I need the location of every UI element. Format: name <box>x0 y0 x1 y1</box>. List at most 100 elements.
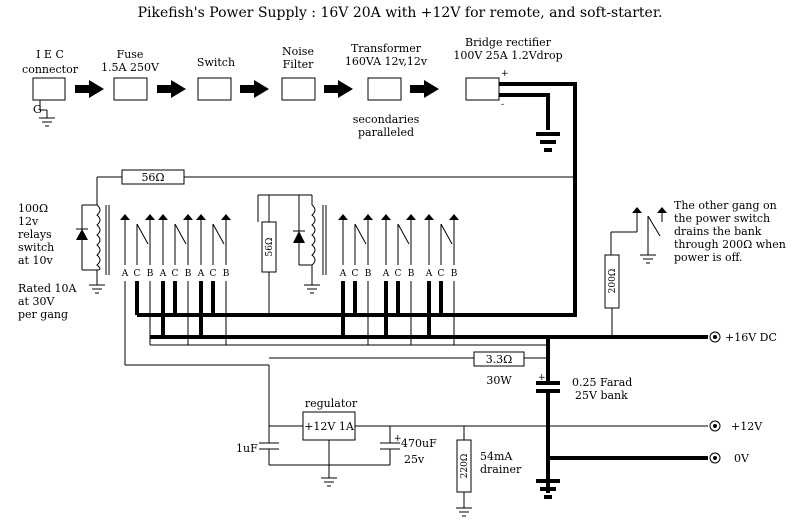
svg-text:54mA: 54mA <box>480 450 513 463</box>
svg-text:connector: connector <box>22 63 79 76</box>
pin-a: A <box>197 269 205 279</box>
svg-text:200Ω: 200Ω <box>608 269 618 294</box>
pin-c: C <box>395 269 402 279</box>
label-12v: +12V <box>731 420 763 433</box>
svg-text:Noise: Noise <box>282 45 314 58</box>
svg-text:Transformer: Transformer <box>351 42 422 55</box>
svg-text:power is off.: power is off. <box>674 251 743 264</box>
rectifier-plus: + <box>501 69 509 79</box>
svg-text:through 200Ω when: through 200Ω when <box>674 238 786 251</box>
pin-a: A <box>425 269 433 279</box>
ground-rectifier <box>536 132 560 152</box>
resistor-3r3-watt: 30W <box>486 374 512 387</box>
noise-filter: Noise Filter <box>281 45 316 101</box>
svg-text:160VA 12v,12v: 160VA 12v,12v <box>345 55 428 68</box>
svg-text:at 10v: at 10v <box>18 254 53 267</box>
resistor-56-coil: 56Ω <box>265 238 275 257</box>
pin-b: B <box>365 269 372 279</box>
transformer: Transformer 160VA 12v,12v secondaries pa… <box>345 42 428 139</box>
svg-text:the power switch: the power switch <box>674 212 770 225</box>
bridge-rectifier: Bridge rectifier 100V 25A 1.2Vdrop + - <box>453 36 562 110</box>
pole-1a <box>120 214 155 265</box>
resistor-200-drain: 200Ω <box>604 254 620 337</box>
pin-b: B <box>451 269 458 279</box>
pin-c: C <box>352 269 359 279</box>
pin-b: B <box>185 269 192 279</box>
pin-a: A <box>121 269 129 279</box>
pin-c: C <box>134 269 141 279</box>
svg-text:Rated 10A: Rated 10A <box>18 282 78 295</box>
resistor-220-drainer: 220Ω 54mA drainer <box>456 426 522 517</box>
svg-text:at 30V: at 30V <box>18 295 55 308</box>
other-gang-note: The other gang on the power switch drain… <box>674 199 786 264</box>
pin-c: C <box>172 269 179 279</box>
arrow-5 <box>410 80 439 98</box>
svg-text:12v: 12v <box>18 215 39 228</box>
svg-text:25v: 25v <box>404 453 425 466</box>
svg-text:470uF: 470uF <box>401 437 437 450</box>
switch: Switch <box>197 56 235 101</box>
pole-2a <box>338 214 373 265</box>
pole-2c <box>424 214 459 265</box>
pole-1b <box>158 214 193 265</box>
pin-b: B <box>223 269 230 279</box>
diagram-title: Pikefish's Power Supply : 16V 20A with +… <box>138 5 663 21</box>
ground-bank <box>536 479 560 499</box>
iec-connector: I E C connector G <box>22 48 79 127</box>
relay-1-coil <box>76 177 110 294</box>
pin-c: C <box>438 269 445 279</box>
svg-text:regulator: regulator <box>305 397 358 410</box>
svg-text:1uF: 1uF <box>236 442 258 455</box>
rectifier-minus: - <box>501 100 504 110</box>
svg-text:+: + <box>394 434 402 444</box>
svg-text:25V bank: 25V bank <box>575 389 628 402</box>
capacitor-bank: + 0.25 Farad 25V bank <box>536 337 632 493</box>
arrow-2 <box>157 80 186 98</box>
secondaries-note: secondaries <box>353 113 420 126</box>
pin-a: A <box>382 269 390 279</box>
pole-2b <box>381 214 416 265</box>
other-gang-switch <box>610 207 667 264</box>
resistor-3r3: 3.3Ω 30W <box>269 351 548 387</box>
relay-2-coil: 56Ω <box>257 194 327 315</box>
svg-text:drains the bank: drains the bank <box>674 225 762 238</box>
svg-text:100V 25A 1.2Vdrop: 100V 25A 1.2Vdrop <box>453 49 562 62</box>
relay-note: 100Ω 12v relays switch at 10v <box>18 202 54 267</box>
svg-text:switch: switch <box>18 241 54 254</box>
svg-text:100Ω: 100Ω <box>18 202 48 215</box>
capacitor-470uf: + 470uF 25v <box>380 426 437 466</box>
svg-text:drainer: drainer <box>480 463 522 476</box>
pin-a: A <box>339 269 347 279</box>
svg-text:1.5A 250V: 1.5A 250V <box>101 61 160 74</box>
relay-bus-wiring <box>124 281 455 366</box>
svg-text:The other gang on: The other gang on <box>674 199 777 212</box>
svg-text:I E C: I E C <box>36 48 64 61</box>
svg-text:3.3Ω: 3.3Ω <box>486 353 513 366</box>
svg-text:Switch: Switch <box>197 56 235 69</box>
relay-1-contacts: A C B A C B A C B <box>120 214 231 279</box>
fuse: Fuse 1.5A 250V <box>101 48 160 101</box>
label-16v-dc: +16V DC <box>725 331 777 344</box>
svg-text:+12V 1A: +12V 1A <box>304 420 355 433</box>
svg-text:relays: relays <box>18 228 52 241</box>
pin-c: C <box>210 269 217 279</box>
pin-a: A <box>159 269 167 279</box>
svg-text:220Ω: 220Ω <box>460 454 470 479</box>
arrow-4 <box>324 80 353 98</box>
arrow-3 <box>240 80 269 98</box>
rated-note: Rated 10A at 30V per gang <box>18 282 78 321</box>
svg-text:per gang: per gang <box>18 308 68 321</box>
ground-g-label: G <box>33 103 42 116</box>
svg-text:56Ω: 56Ω <box>141 171 164 184</box>
pin-b: B <box>147 269 154 279</box>
label-0v: 0V <box>734 452 750 465</box>
arrow-1 <box>75 80 104 98</box>
svg-text:Filter: Filter <box>283 58 315 71</box>
regulator: regulator +12V 1A <box>268 365 708 487</box>
relay-2-contacts: A C B A C B A C B <box>338 214 459 279</box>
svg-text:Fuse: Fuse <box>117 48 144 61</box>
resistor-56-top: 56Ω <box>97 169 575 185</box>
pole-1c <box>196 214 231 265</box>
svg-text:+: + <box>538 373 546 383</box>
